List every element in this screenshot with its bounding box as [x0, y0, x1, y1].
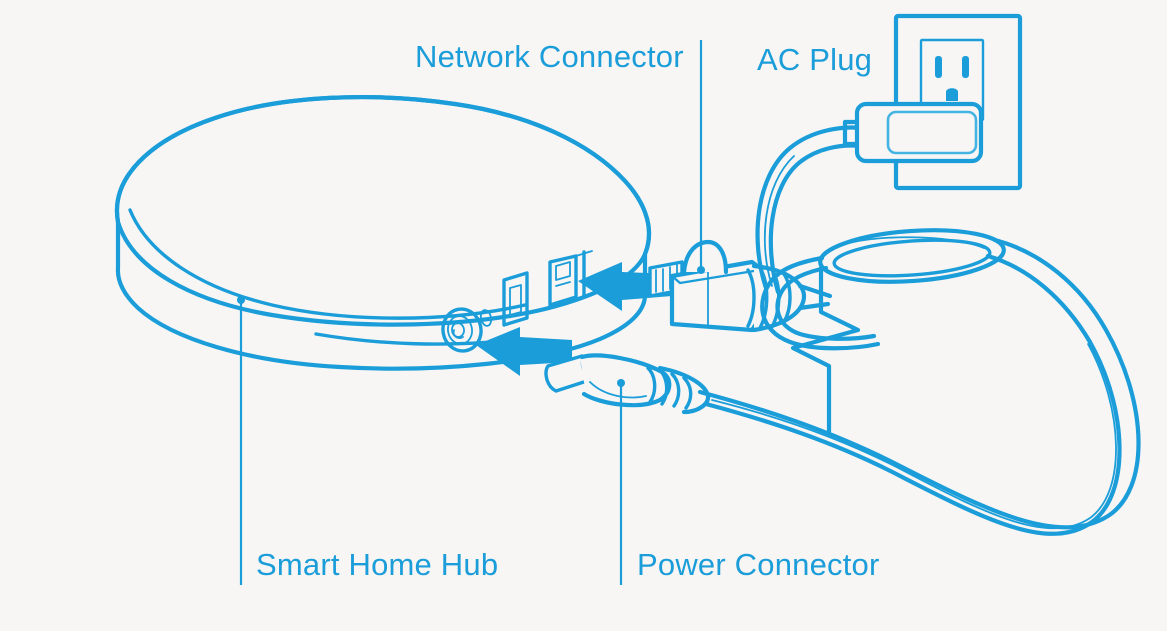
rj45-tip-contacts — [655, 264, 678, 293]
hub-port-bay — [441, 250, 593, 353]
power-jack-mid — [447, 315, 473, 345]
rj45-boot-rib-1 — [746, 268, 756, 328]
barrel-power-jack — [441, 307, 483, 353]
adapter-cable-highlight — [763, 155, 795, 287]
rj45-boot-rib-4 — [782, 272, 792, 324]
barrel-strain-relief — [646, 365, 711, 415]
cable-break-zigzag — [790, 265, 861, 435]
hub-lid-seam — [128, 208, 527, 320]
power-cable-outer-edge — [697, 237, 1141, 530]
rj45-ethernet-port — [548, 254, 578, 307]
rj45-retaining-clip — [681, 239, 729, 275]
power-cable-inner-edge — [703, 253, 1122, 536]
led-indicator — [479, 309, 493, 327]
leader-dot-smart-home-hub — [237, 296, 245, 304]
rj45-network-connector — [648, 239, 833, 333]
power-cable-coil — [818, 228, 1006, 284]
adapter-cable-entry-notch — [842, 119, 860, 147]
power-insertion-arrow — [476, 327, 572, 376]
rj45-body-fill — [672, 262, 760, 330]
power-cable-to-adapter-inner — [775, 265, 877, 341]
label-network-connector: Network Connector — [415, 39, 684, 74]
ac-adapter-brick — [854, 101, 984, 164]
cable-coil-outer — [818, 228, 1006, 284]
smart-home-hub — [114, 94, 652, 371]
adapter-brick-inset — [886, 110, 978, 155]
label-ac-plug: AC Plug — [757, 42, 872, 77]
callout-labels: Network Connector AC Plug Smart Home Hub… — [256, 39, 880, 582]
rj45-port-divider — [555, 281, 571, 287]
barrel-rib-3 — [670, 372, 681, 408]
ac-plug-assembly — [842, 13, 1023, 191]
port-bay-frame-top — [575, 250, 593, 257]
power-cable — [697, 125, 1141, 536]
cable-break-symbol — [790, 265, 861, 435]
power-cable-highlight — [711, 343, 1117, 530]
barrel-rib-1 — [646, 366, 657, 404]
barrel-body-underline — [589, 381, 647, 399]
leader-dot-power-connector — [617, 379, 625, 387]
rj45-port-inner-notch — [555, 261, 571, 281]
barrel-power-connector — [544, 353, 711, 415]
label-power-connector: Power Connector — [637, 547, 880, 582]
callout-leaders — [237, 40, 705, 585]
cable-coil-inner — [832, 238, 992, 278]
barrel-plug-body — [579, 353, 672, 408]
hub-top-surface — [114, 94, 652, 327]
leader-dot-network-connector — [697, 266, 705, 274]
label-smart-home-hub: Smart Home Hub — [256, 547, 498, 582]
outlet-slot-right — [962, 56, 969, 78]
power-cable-to-adapter-outer — [760, 255, 881, 351]
power-jack-inner — [451, 322, 465, 338]
power-jack-spiral-tail — [452, 329, 464, 339]
ethernet-cable-upper — [797, 283, 833, 299]
outlet-ground-hole — [946, 88, 958, 101]
usb-port-inner — [509, 284, 522, 316]
cable-coil-crossover — [839, 236, 985, 249]
barrel-rib-4 — [682, 376, 693, 410]
barrel-rib-2 — [658, 368, 669, 406]
outlet-slot-left — [935, 56, 942, 78]
usb-port — [502, 271, 529, 327]
ethernet-cable-lower — [797, 301, 831, 311]
rj45-body-top-edge — [670, 268, 762, 285]
adapter-cable-inner — [768, 143, 863, 295]
power-jack-outer — [441, 307, 483, 353]
adapter-cable-outer — [755, 125, 865, 291]
